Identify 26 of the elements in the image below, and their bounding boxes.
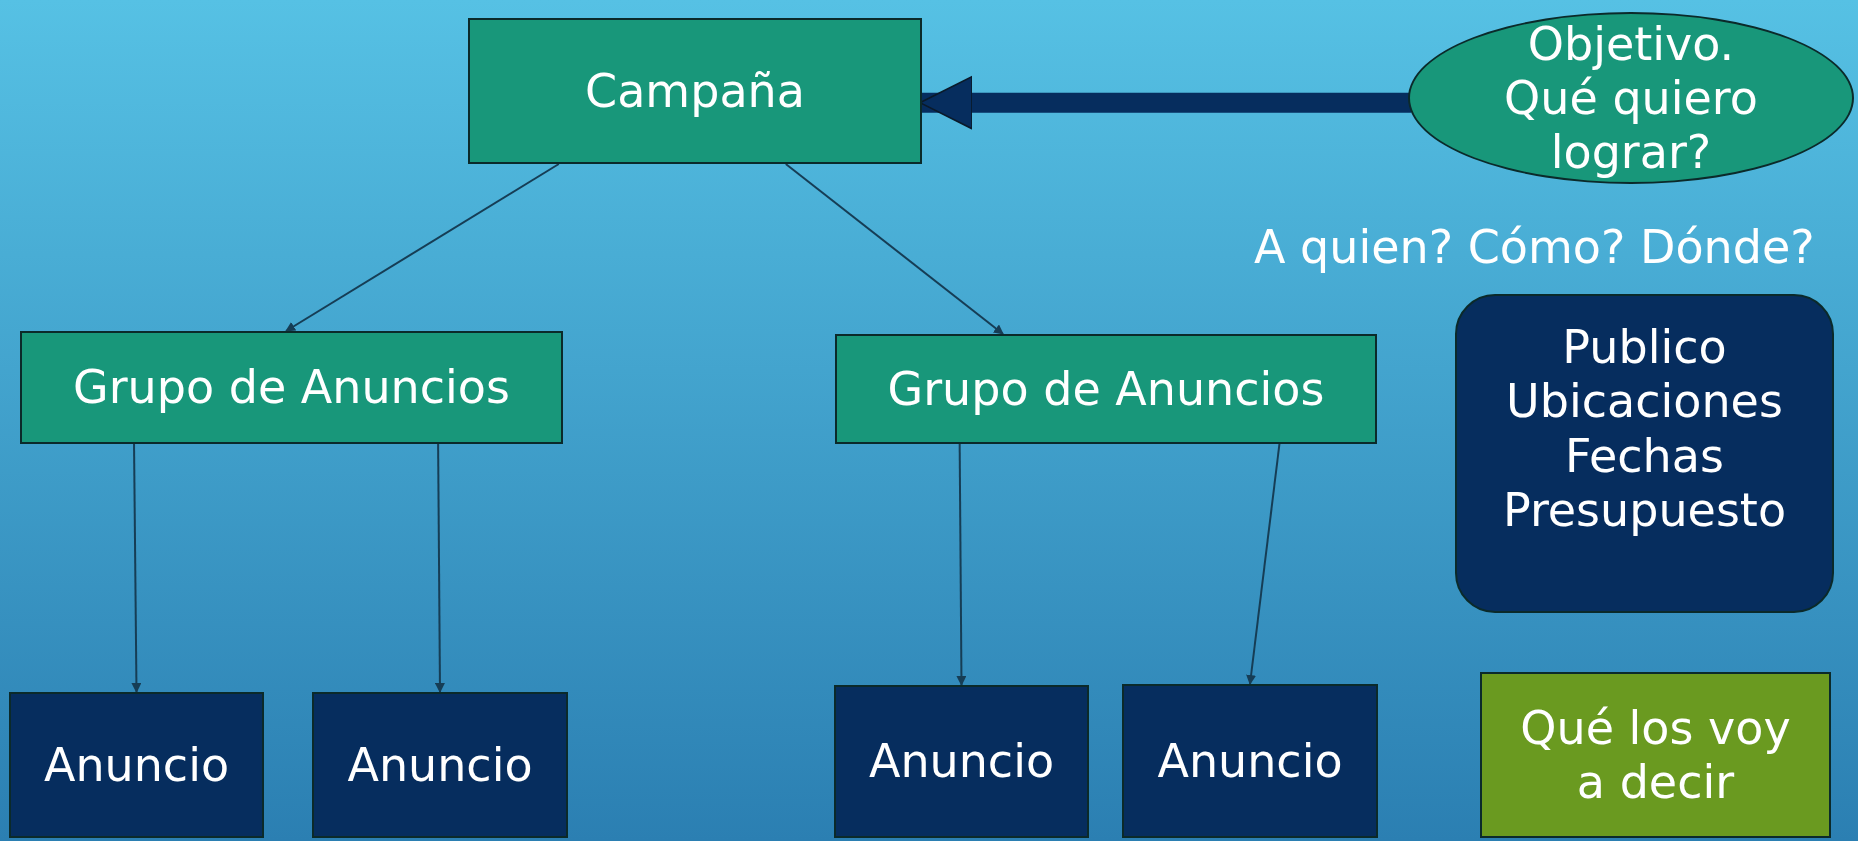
node-text: Grupo de Anuncios <box>887 361 1325 417</box>
node-text: Grupo de Anuncios <box>73 360 510 415</box>
node-text: Publico Ubicaciones Fechas Presupuesto <box>1501 319 1788 538</box>
node-text: Anuncio <box>43 737 230 793</box>
arrow <box>434 443 445 693</box>
arrow <box>131 443 142 693</box>
settings-box <box>1455 294 1834 613</box>
node-text: Campaña <box>585 63 805 119</box>
node-text: Anuncio <box>1157 733 1343 789</box>
process-box <box>468 18 922 164</box>
arrow <box>956 443 967 686</box>
ad-box <box>9 692 264 838</box>
arrow <box>285 163 560 332</box>
node-text: Anuncio <box>868 734 1055 789</box>
arrow <box>784 163 1004 335</box>
ad-box <box>312 692 568 838</box>
process-box <box>835 334 1377 444</box>
arrow <box>1246 443 1281 685</box>
node-text: Qué los voy a decir <box>1519 700 1792 810</box>
message-box <box>1480 672 1831 838</box>
question-text: A quien? Cómo? Dónde? <box>1254 220 1815 274</box>
node-text: Objetivo. Qué quiero lograr? <box>1503 16 1759 180</box>
ad-box <box>1122 684 1378 838</box>
ad-box <box>834 685 1089 838</box>
node-text: Anuncio <box>347 737 533 793</box>
process-box <box>20 331 563 444</box>
